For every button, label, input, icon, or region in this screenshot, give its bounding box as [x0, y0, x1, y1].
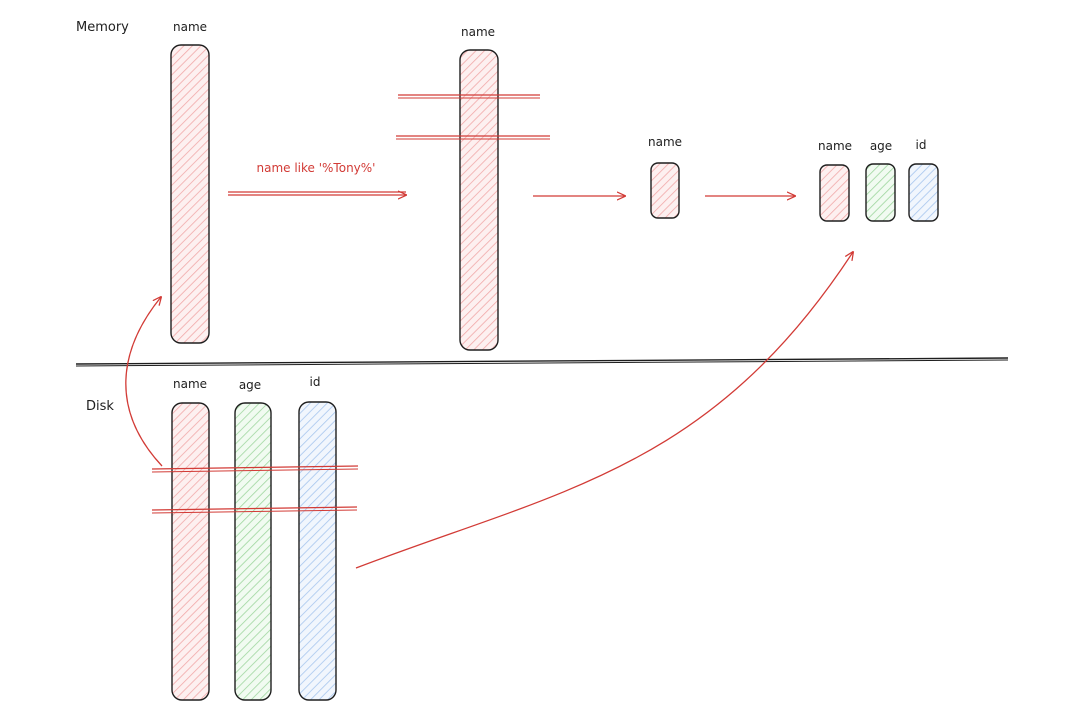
result-name-block [650, 162, 680, 219]
disk-age-label: age [239, 378, 261, 392]
memory-disk-divider [75, 357, 1009, 367]
load-name-arrow [125, 297, 162, 467]
memory-match-marker-2 [396, 135, 550, 140]
final-age-label: age [870, 139, 892, 153]
memory-full-name-column [170, 44, 210, 344]
memory-full-column-label: name [173, 20, 207, 34]
final-id-label: id [916, 138, 927, 152]
result-name-label: name [648, 135, 682, 149]
disk-id-column [298, 401, 337, 701]
memory-match-marker-1 [398, 94, 540, 99]
fetch-row-arrow [355, 252, 853, 569]
memory-filtered-name-column [459, 49, 499, 351]
final-name-label: name [818, 139, 852, 153]
filter-arrow [228, 192, 406, 195]
final-age-block [865, 163, 896, 222]
disk-name-column [171, 402, 210, 701]
disk-name-label: name [173, 377, 207, 391]
disk-age-column [234, 402, 272, 701]
filter-condition-label: name like '%Tony%' [257, 161, 376, 175]
disk-match-marker-2 [151, 506, 358, 514]
disk-label: Disk [86, 399, 114, 414]
final-name-block [819, 164, 850, 222]
final-id-block [908, 163, 939, 222]
disk-id-label: id [310, 375, 321, 389]
memory-filtered-column-label: name [461, 25, 495, 39]
memory-label: Memory [76, 20, 129, 35]
disk-match-marker-1 [151, 465, 359, 473]
